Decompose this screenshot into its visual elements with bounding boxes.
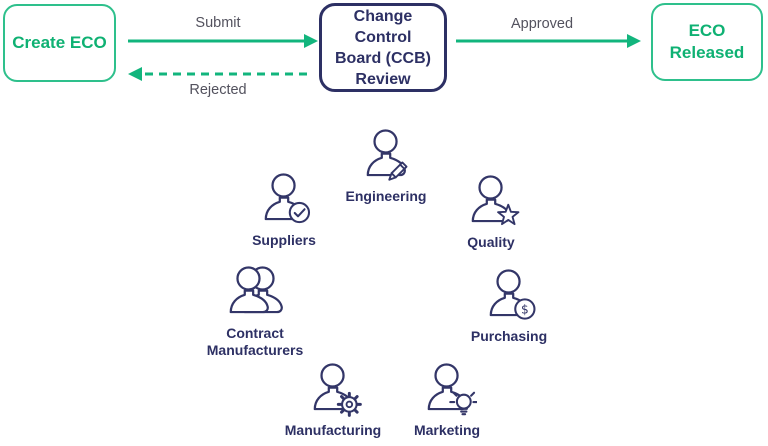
person-pencil-icon [366,129,408,181]
two-person-icon [229,266,283,314]
stakeholder-quality: Quality [416,173,566,251]
stakeholder-suppliers: Suppliers [209,171,359,249]
stakeholder-label: Suppliers [252,232,316,248]
approved-label: Approved [510,16,574,32]
create-eco-box: Create ECO [3,4,116,82]
stakeholder-label: Quality [467,234,515,250]
create-eco-label: Create ECO [12,33,107,52]
ccb-review-box: Change Control Board (CCB) Review [319,3,447,92]
stakeholder-label: Purchasing [470,328,548,344]
approved-arrow-head [627,34,641,48]
eco-released-label: ECO Released [669,21,745,62]
stakeholder-manufacturing: Manufacturing [258,361,408,439]
stakeholder-label: Marketing [413,422,481,438]
person-check-icon [264,173,311,224]
eco-released-box: ECO Released [651,3,763,81]
stakeholder-label: Engineering [345,188,427,204]
stakeholder-marketing: Marketing [372,361,522,439]
flow-arrows [128,34,641,81]
person-star-icon [471,175,520,226]
person-dollar-icon: $ [489,269,536,320]
stakeholder-engineering: Engineering [311,127,461,205]
submit-label: Submit [195,15,241,31]
stakeholder-purchasing: $ Purchasing [434,267,584,345]
rejected-arrow-head [128,67,142,81]
stakeholder-label: Manufacturing [284,422,382,438]
stakeholder-contract-manufacturers: Contract Manufacturers [180,264,330,359]
person-gear-icon [313,363,362,417]
ccb-review-label: Change Control Board (CCB) Review [335,7,431,88]
submit-arrow-head [304,34,318,48]
stakeholder-label: Contract Manufacturers [206,325,304,358]
person-lightbulb-icon [427,363,477,416]
rejected-label: Rejected [189,82,247,98]
svg-text:$: $ [521,303,529,317]
